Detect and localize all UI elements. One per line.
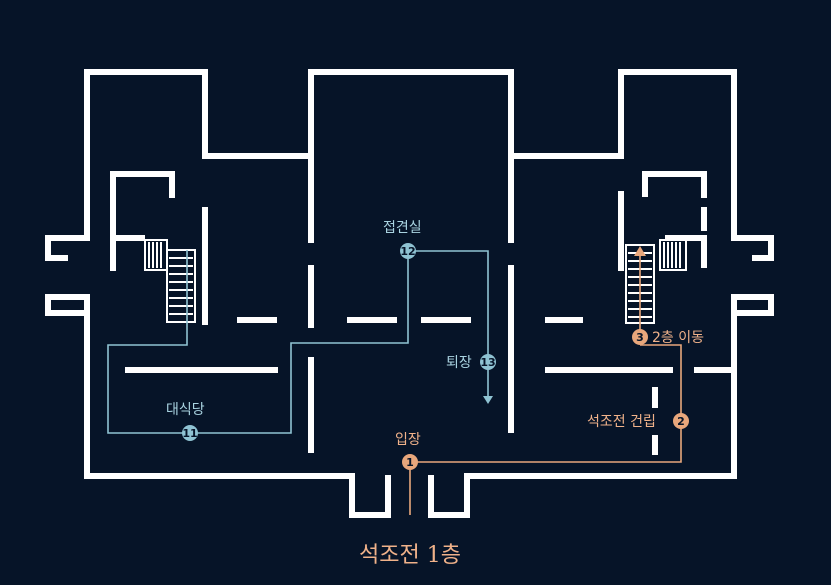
stop-1-marker: [402, 454, 418, 470]
page-title: 석조전 1층: [359, 543, 461, 568]
route-blue: [107, 250, 493, 434]
stop-1-number: 1: [406, 456, 414, 469]
stop-13-number: 13: [480, 356, 495, 369]
right-staircase: [625, 239, 687, 324]
stop-3-number: 3: [636, 331, 644, 344]
arrow-down-icon: [483, 396, 493, 404]
stop-3-label: 2층 이동: [652, 330, 704, 346]
stop-3: 3 2층 이동: [632, 329, 704, 346]
stop-12-label: 접견실: [383, 220, 422, 236]
stop-12: 12 접견실: [383, 220, 422, 259]
stop-3-marker: [632, 329, 648, 345]
stop-11-label: 대식당: [166, 402, 205, 418]
stop-2-marker: [673, 413, 689, 429]
stop-12-number: 12: [400, 245, 415, 258]
stop-13-label: 퇴장: [446, 355, 472, 371]
route-orange: [409, 246, 682, 515]
stop-11: 11 대식당: [166, 402, 205, 441]
stop-1-label: 입장: [395, 432, 421, 448]
stop-11-marker: [182, 425, 198, 441]
stop-12-marker: [400, 243, 416, 259]
stop-13: 13 퇴장: [446, 354, 496, 371]
stop-2-label: 석조전 건립: [587, 414, 656, 430]
arrow-up-icon: [634, 246, 646, 256]
walls: [45, 69, 774, 518]
left-staircase: [144, 239, 196, 323]
stop-11-number: 11: [182, 427, 197, 440]
stop-2: 2 석조전 건립: [587, 413, 689, 430]
stop-1: 1 입장: [395, 432, 421, 470]
stop-13-marker: [480, 354, 496, 370]
stop-2-number: 2: [677, 415, 685, 428]
